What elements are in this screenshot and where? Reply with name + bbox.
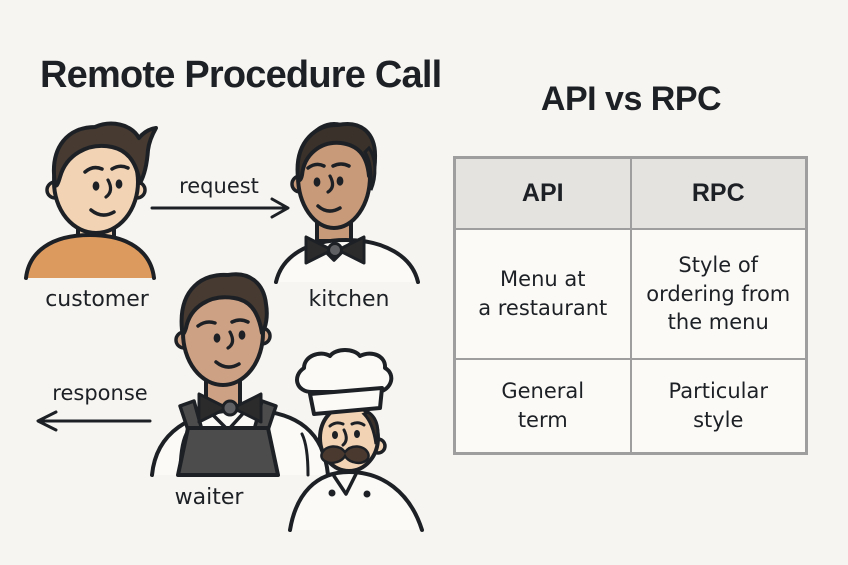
chef-illustration <box>288 348 424 532</box>
table-row: General term Particular style <box>453 358 808 455</box>
header-cell-api: API <box>453 156 632 230</box>
customer-label: customer <box>45 287 149 312</box>
table-header-row: API RPC <box>453 156 808 230</box>
cell-api-row2: General term <box>453 358 632 455</box>
kitchen-illustration <box>274 122 420 284</box>
response-arrow-label: response <box>52 381 148 405</box>
page-title: Remote Procedure Call <box>40 54 442 96</box>
comparison-table: API RPC Menu at a restaurant Style of or… <box>453 156 808 455</box>
response-arrow-icon <box>36 410 152 432</box>
request-arrow-label: request <box>179 174 259 198</box>
comparison-title: API vs RPC <box>540 80 722 118</box>
header-cell-rpc: RPC <box>629 156 808 230</box>
request-arrow-icon <box>150 197 290 219</box>
customer-illustration <box>24 121 158 280</box>
cell-rpc-row2: Particular style <box>629 358 808 455</box>
waiter-label: waiter <box>174 485 244 510</box>
cell-rpc-row1: Style of ordering from the menu <box>629 228 808 360</box>
waiter-illustration <box>150 272 330 477</box>
cell-api-row1: Menu at a restaurant <box>453 228 632 360</box>
kitchen-label: kitchen <box>308 287 390 312</box>
table-row: Menu at a restaurant Style of ordering f… <box>453 228 808 360</box>
